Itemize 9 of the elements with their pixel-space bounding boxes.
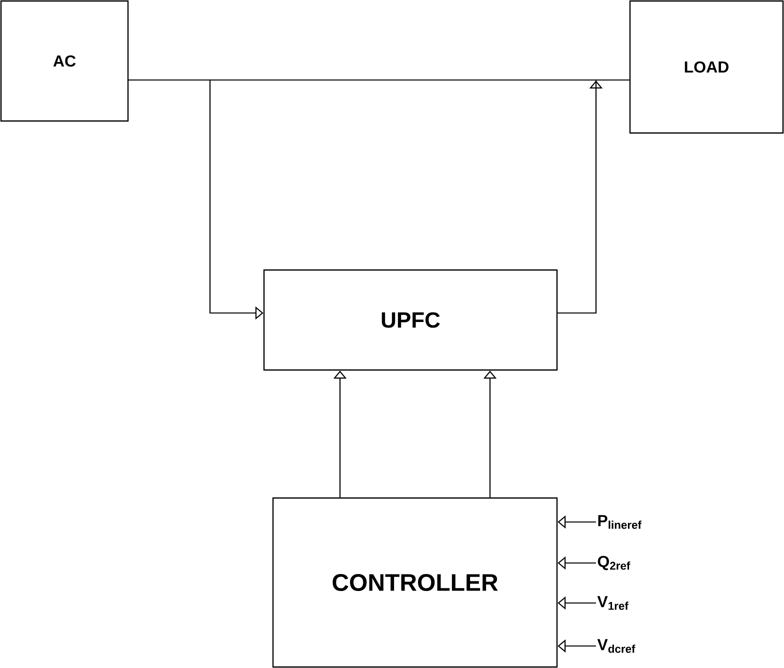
block-box: AC <box>0 0 129 122</box>
block-box: LOAD <box>629 0 784 134</box>
reference-label: V$_{1ref}$ <box>597 596 628 610</box>
connector-arrow <box>558 79 630 314</box>
block-box: CONTROLLER <box>272 497 558 668</box>
reference-label: Q$_{2ref}$ <box>598 556 630 570</box>
reference-label: V$_{dcref}$ <box>597 639 636 653</box>
block-box: UPFC <box>263 269 558 371</box>
reference-label: P$_{lineref}$ <box>598 515 642 529</box>
